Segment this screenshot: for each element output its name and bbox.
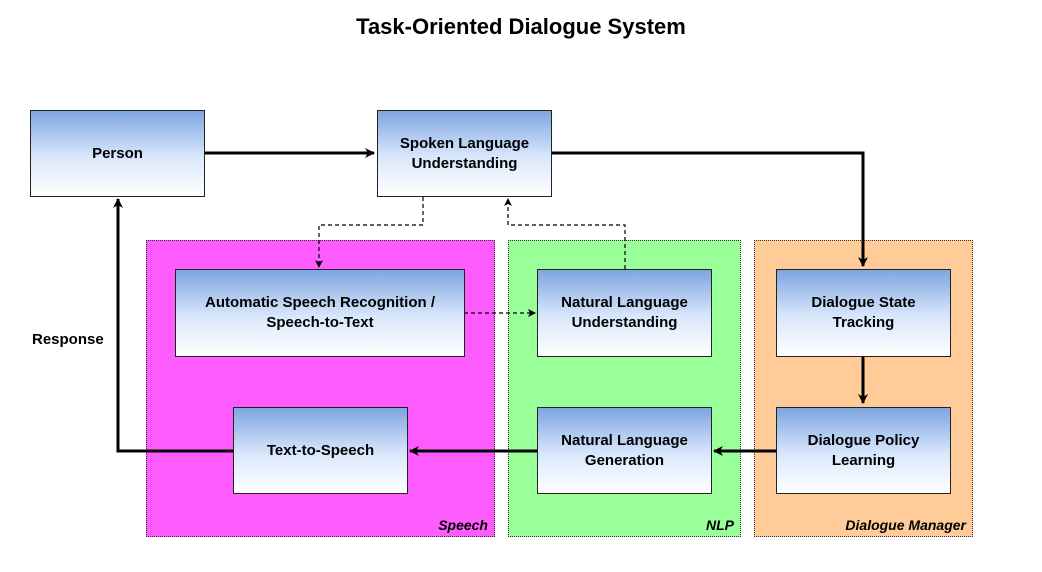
- edge-nlu-to-slu-dashed: [504, 198, 626, 269]
- node-asr-label: Automatic Speech Recognition / Speech-to…: [204, 294, 436, 331]
- node-slu-label: Spoken Language Understanding: [399, 134, 530, 172]
- region-dialogue-manager-label: Dialogue Manager: [845, 517, 966, 533]
- diagram-title: Task-Oriented Dialogue System: [356, 14, 686, 39]
- region-nlp-label: NLP: [706, 517, 734, 533]
- node-nlg-label: Natural Language Generation: [561, 431, 688, 469]
- region-speech-label: Speech: [438, 517, 488, 533]
- node-spoken-language-understanding: Spoken Language Understanding: [377, 110, 552, 197]
- node-dst-label: Dialogue State Tracking: [811, 294, 916, 331]
- edge-label-response: Response: [32, 331, 104, 348]
- node-dialogue-policy-learning: Dialogue Policy Learning: [776, 407, 951, 494]
- node-dpl-label: Dialogue Policy Learning: [807, 431, 920, 469]
- edge-slu-to-asr-dashed: [315, 197, 424, 268]
- node-tts-label: Text-to-Speech: [266, 441, 375, 459]
- node-person-label: Person: [92, 144, 143, 162]
- node-natural-language-generation: Natural Language Generation: [537, 407, 712, 494]
- node-natural-language-understanding: Natural Language Understanding: [537, 269, 712, 357]
- node-text-to-speech: Text-to-Speech: [233, 407, 408, 494]
- node-dialogue-state-tracking: Dialogue State Tracking: [776, 269, 951, 357]
- node-automatic-speech-recognition: Automatic Speech Recognition / Speech-to…: [175, 269, 465, 357]
- edge-slu-to-dst: [552, 151, 868, 267]
- node-person: Person: [30, 110, 205, 197]
- edge-tts-to-person: [113, 198, 233, 453]
- node-nlu-label: Natural Language Understanding: [561, 294, 688, 331]
